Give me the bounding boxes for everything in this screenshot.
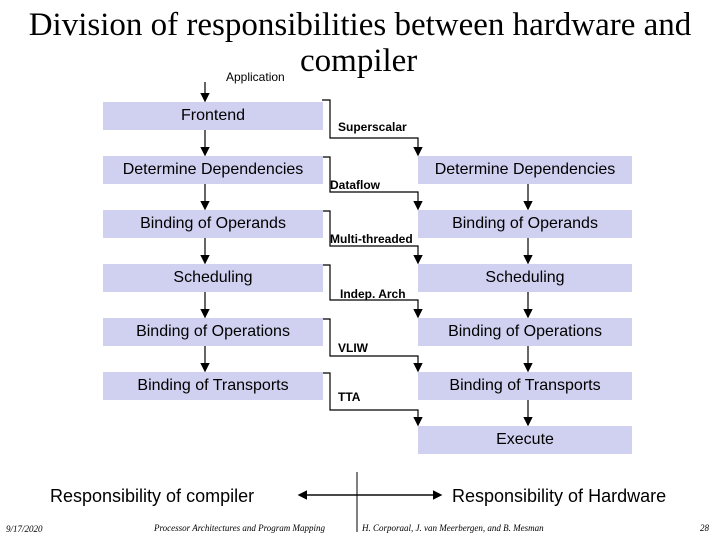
label-dataflow: Dataflow (330, 178, 381, 192)
label-multithreaded: Multi-threaded (330, 232, 413, 246)
box-left-binding-operands: Binding of Operands (103, 210, 323, 238)
superscalar-line (322, 99, 423, 157)
box-right-scheduling: Scheduling (418, 264, 632, 292)
label-vliw: VLIW (338, 341, 368, 355)
vliw-line (322, 318, 423, 373)
responsibility-compiler: Responsibility of compiler (50, 486, 255, 506)
footer-course: Processor Architectures and Program Mapp… (154, 523, 325, 533)
label-tta: TTA (338, 390, 361, 404)
slide-title-line1: Division of responsibilities between har… (28, 7, 692, 43)
box-execute: Execute (418, 426, 632, 454)
multithreaded-line (322, 210, 423, 265)
box-right-determine-dependencies: Determine Dependencies (418, 156, 632, 184)
indep-arch-line (322, 264, 423, 319)
box-left-binding-transports: Binding of Transports (103, 372, 323, 400)
footer-authors: H. Corporaal, J. van Meerbergen, and B. … (362, 523, 544, 533)
box-right-binding-transports: Binding of Transports (418, 372, 632, 400)
dataflow-line (322, 156, 423, 211)
box-right-binding-operands: Binding of Operands (418, 210, 632, 238)
box-frontend: Frontend (103, 102, 323, 130)
footer-date: 9/17/2020 (6, 524, 43, 534)
responsibility-hardware: Responsibility of Hardware (452, 486, 667, 506)
slide-title-line2: compiler (300, 43, 418, 79)
label-indep-arch: Indep. Arch (340, 287, 406, 301)
application-label: Application (226, 70, 285, 84)
tta-line (322, 372, 423, 427)
footer-page-number: 28 (700, 523, 709, 533)
box-right-binding-operations: Binding of Operations (418, 318, 632, 346)
box-left-scheduling: Scheduling (103, 264, 323, 292)
box-left-binding-operations: Binding of Operations (103, 318, 323, 346)
box-left-determine-dependencies: Determine Dependencies (103, 156, 323, 184)
label-superscalar: Superscalar (338, 120, 407, 134)
